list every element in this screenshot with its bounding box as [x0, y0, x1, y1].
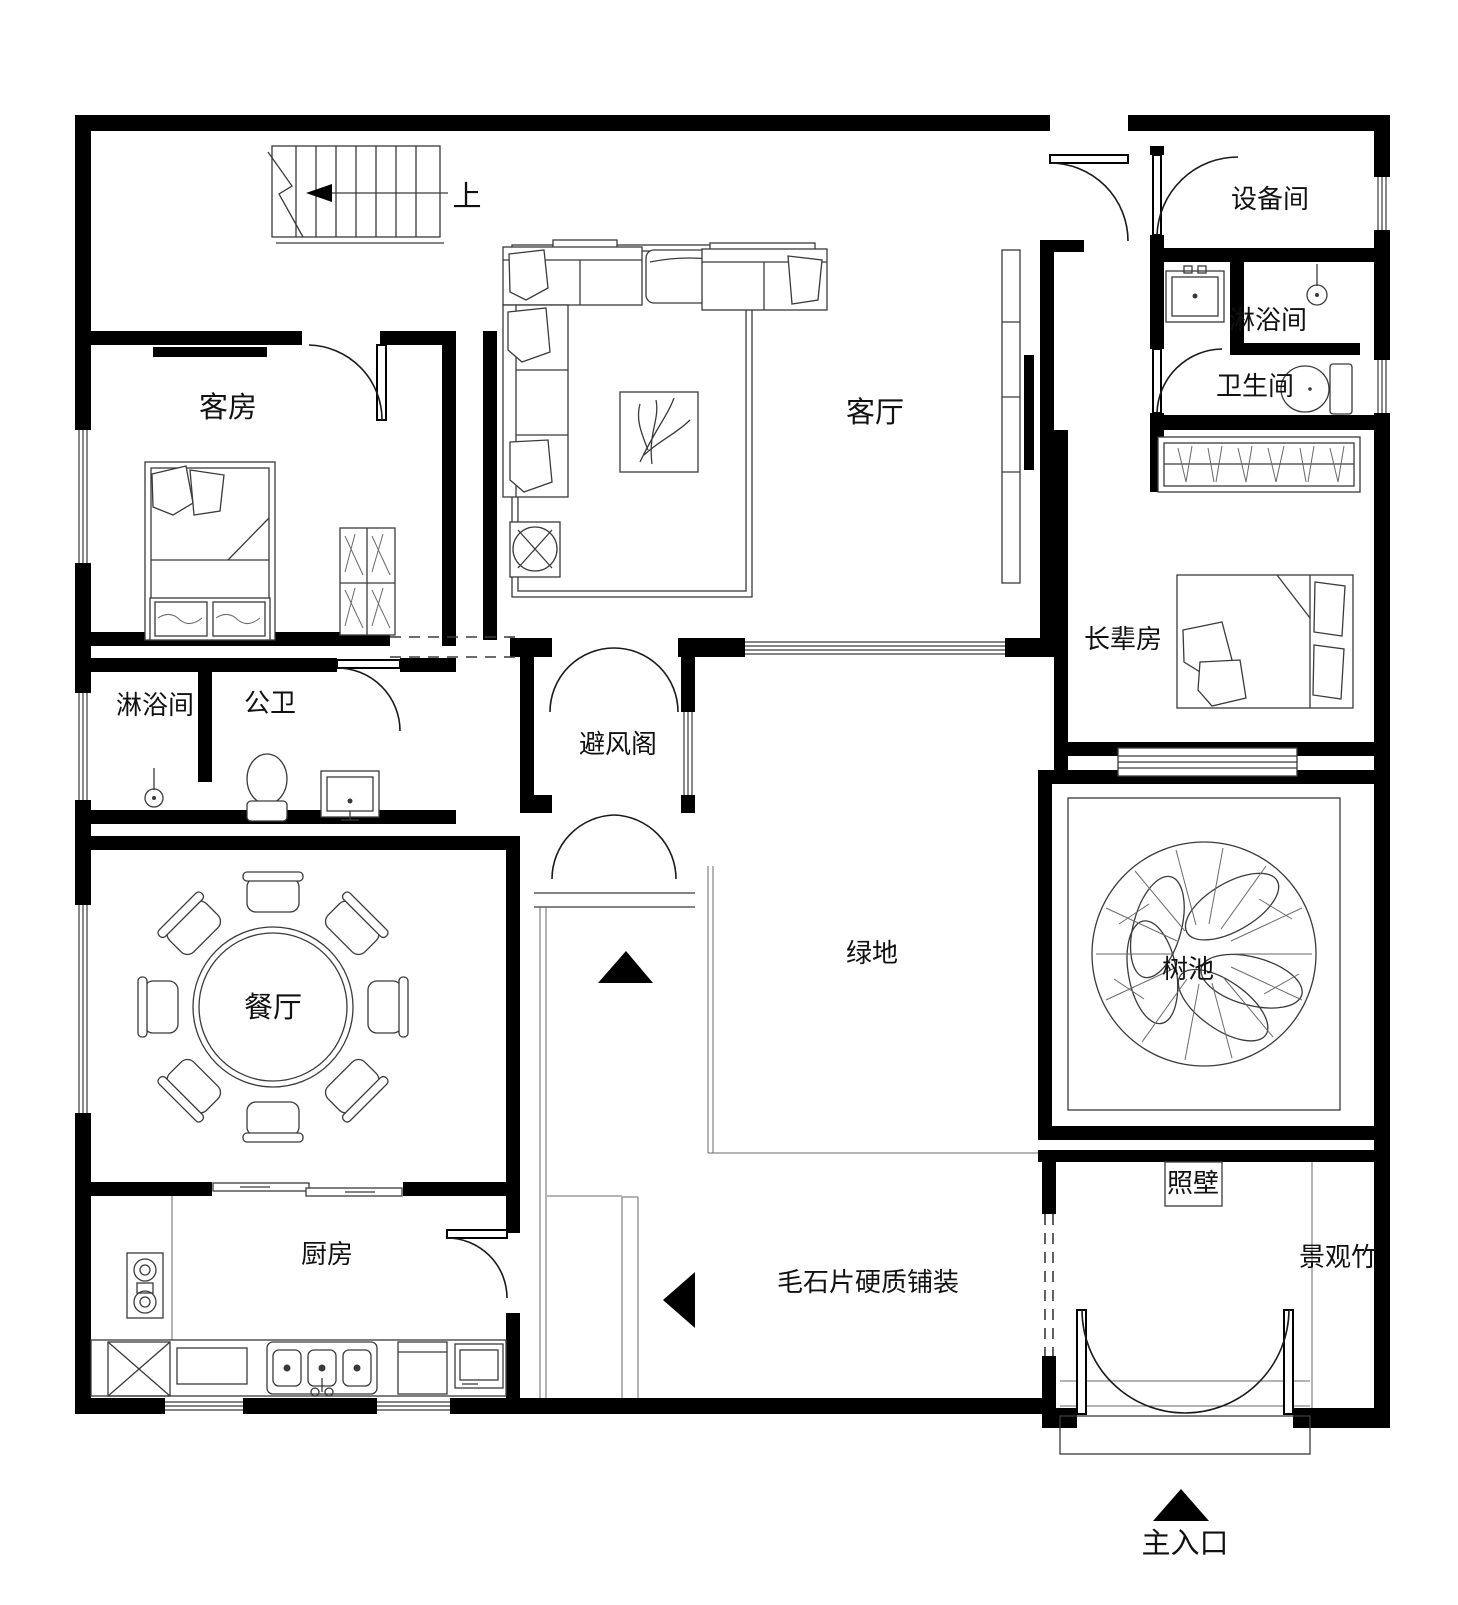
pavilion-south-doors	[551, 814, 677, 880]
window-east-toilet	[1374, 360, 1390, 413]
window-elder-south	[1117, 747, 1298, 777]
dashed-lines	[390, 636, 1054, 1356]
living-room-furniture	[502, 239, 1034, 598]
kitchen-furniture	[90, 1182, 507, 1397]
sofa-right	[701, 242, 828, 311]
elder-bed	[1176, 574, 1354, 709]
kitchen-unit-tray	[176, 1347, 248, 1385]
doors	[308, 154, 1294, 1415]
site-lines	[171, 866, 1313, 1455]
kitchen-door	[446, 1229, 508, 1299]
coffee-table-art	[619, 391, 699, 473]
dining-table	[192, 926, 354, 1088]
stair-break-line	[267, 151, 304, 238]
pavilion-north-doors	[549, 647, 679, 713]
guest-room-door	[308, 344, 387, 421]
equipment-room-door	[1152, 154, 1239, 236]
kitchen-counter	[90, 1339, 507, 1397]
sink-left-icon	[320, 770, 380, 821]
label-tree-pool: 树池	[1162, 954, 1214, 984]
window-green-north	[745, 638, 1005, 657]
sofa-left-column	[502, 304, 569, 498]
sink-right-icon	[1165, 265, 1225, 323]
right-bath-fixtures	[1165, 264, 1353, 415]
label-landscape-bamboo: 景观竹	[1299, 1242, 1377, 1272]
staircase	[267, 145, 448, 244]
tv-cabinet	[1001, 249, 1034, 584]
window-west-dining	[75, 905, 91, 1113]
tree-pool	[1067, 797, 1341, 1111]
label-shower-right: 淋浴间	[1229, 305, 1307, 335]
screen-wall-box	[1164, 1161, 1223, 1207]
label-elder-room: 长辈房	[1084, 624, 1162, 654]
kitchen-unit-oven	[454, 1343, 504, 1389]
guest-room-furniture	[144, 461, 396, 641]
left-bath-fixtures	[144, 753, 380, 822]
shower-head-right-icon	[1306, 264, 1328, 306]
toilet-left-icon	[246, 753, 288, 822]
paving-west-arrow-icon	[663, 1272, 695, 1328]
direction-arrows	[598, 951, 1209, 1521]
shower-head-left-icon	[144, 768, 164, 808]
label-living-room: 客厅	[846, 396, 904, 429]
label-green-space: 绿地	[846, 938, 898, 968]
sofa-top	[502, 239, 643, 306]
label-stairs-up: 上	[452, 181, 481, 213]
window-south-kitchen-2	[377, 1398, 450, 1414]
elder-wardrobe	[1157, 436, 1361, 493]
label-toilet-right: 卫生间	[1216, 371, 1294, 401]
interior-walls	[91, 146, 1390, 1408]
tv-icon	[1024, 355, 1034, 470]
toilet-right-door	[1152, 348, 1223, 414]
kitchen-unit-x	[107, 1341, 171, 1397]
label-wind-pavilion: 避风阁	[579, 729, 657, 759]
label-screen-wall: 照壁	[1167, 1168, 1219, 1198]
main-entrance-arrow-icon	[1153, 1489, 1209, 1521]
label-dining-room: 餐厅	[244, 991, 302, 1024]
window-east-equipment	[1374, 177, 1390, 230]
stair-arrow-icon	[306, 184, 332, 202]
kitchen-unit-cabinet	[397, 1341, 448, 1395]
dining-chairs	[137, 871, 409, 1143]
room-labels: 上 设备间 客房 客厅 淋浴间 卫生间 长辈房 淋浴间 公卫 避风阁 绿地 树池…	[116, 181, 1377, 1560]
label-guest-room: 客房	[199, 391, 257, 424]
dining-furniture	[137, 871, 409, 1143]
window-south-kitchen-1	[165, 1398, 243, 1414]
label-shower-left: 淋浴间	[116, 690, 194, 720]
interior-windows	[681, 638, 1298, 795]
entrance-porch	[1059, 1415, 1311, 1455]
guest-wardrobe	[339, 527, 396, 636]
label-public-toilet: 公卫	[244, 688, 296, 718]
window-west-shower	[75, 693, 91, 800]
public-toilet-door	[336, 659, 401, 732]
main-entrance-doors	[1076, 1309, 1294, 1415]
label-kitchen: 厨房	[301, 1239, 353, 1269]
elder-room-furniture	[1157, 436, 1361, 709]
label-main-entrance: 主入口	[1141, 1527, 1228, 1560]
toilet-right-icon	[1280, 363, 1353, 415]
tree-icon	[1091, 841, 1317, 1067]
window-pavilion-east	[681, 712, 695, 795]
north-door	[1049, 154, 1129, 242]
side-table-plant	[509, 521, 561, 578]
corridor-up-arrow-icon	[598, 951, 653, 983]
kitchen-sink	[266, 1341, 378, 1397]
exterior-windows	[75, 177, 1390, 1414]
window-west-guest	[75, 430, 91, 563]
label-stone-paving: 毛石片硬质铺装	[777, 1267, 959, 1297]
kitchen-stove	[126, 1252, 164, 1319]
guest-bed	[144, 461, 276, 641]
label-equipment-room: 设备间	[1231, 184, 1309, 214]
dining-kitchen-sliding-door	[212, 1182, 403, 1197]
